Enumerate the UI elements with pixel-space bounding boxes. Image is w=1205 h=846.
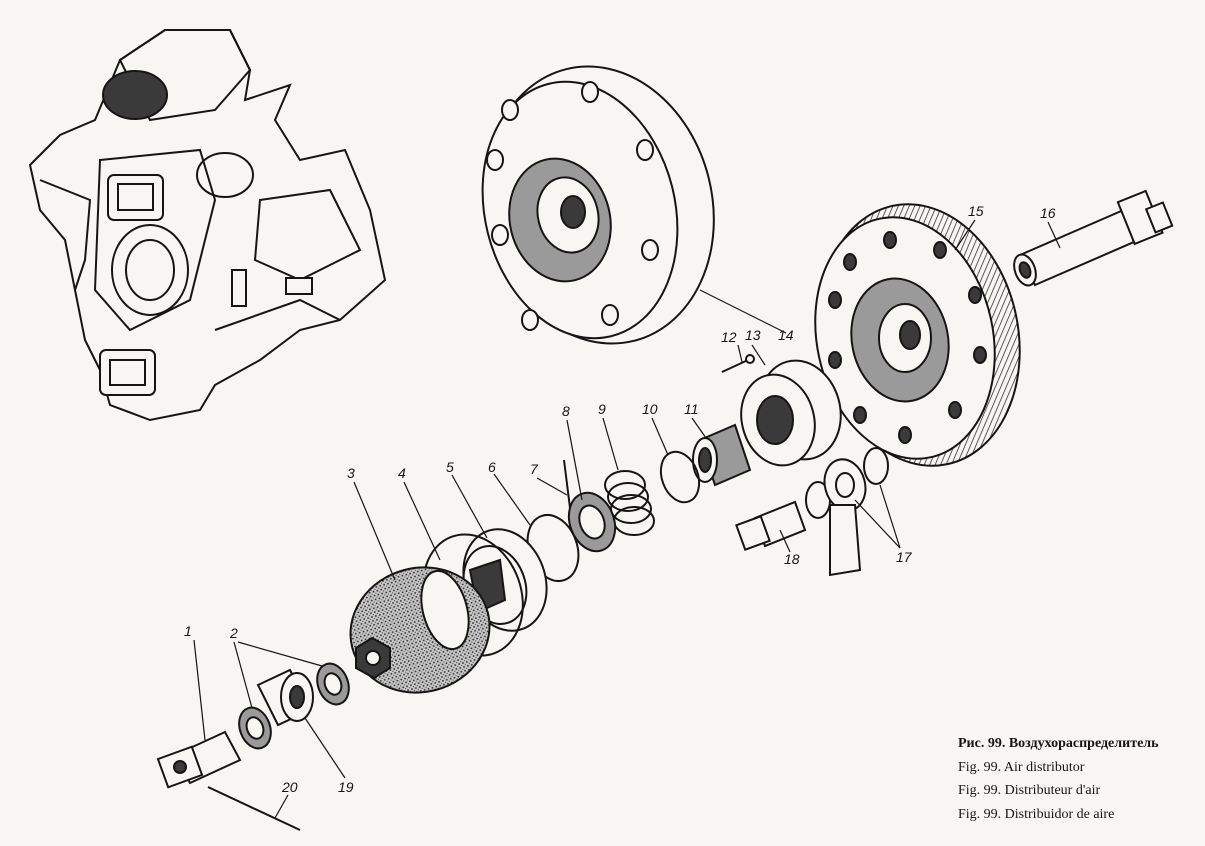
callout-14: 14 bbox=[778, 327, 794, 343]
callout-leaders bbox=[193, 219, 1061, 819]
figure-caption: Рис. 99. Воздухораспределитель Fig. 99. … bbox=[958, 732, 1198, 826]
part-13-sleeve bbox=[740, 359, 842, 467]
part-12-pin bbox=[721, 354, 755, 373]
callout-12: 12 bbox=[721, 329, 737, 345]
part-3-cover bbox=[349, 566, 491, 694]
callout-numbers: 1 2 3 4 5 6 7 8 9 10 11 12 13 14 15 16 1… bbox=[184, 203, 1056, 795]
part-2-washers bbox=[238, 662, 350, 750]
callout-18: 18 bbox=[784, 551, 800, 567]
part-20-wire bbox=[207, 786, 301, 831]
part-1-banjo-bolt bbox=[156, 730, 242, 789]
part-10-ring bbox=[659, 450, 701, 504]
callout-20: 20 bbox=[281, 779, 298, 795]
caption-spanish: Fig. 99. Distribuidor de aire bbox=[958, 806, 1115, 822]
callout-13: 13 bbox=[745, 327, 761, 343]
part-8-washer bbox=[567, 491, 617, 553]
callout-15: 15 bbox=[968, 203, 984, 219]
part-17-banjo-fitting bbox=[805, 447, 889, 577]
callout-3: 3 bbox=[347, 465, 355, 481]
callout-16: 16 bbox=[1040, 205, 1056, 221]
part-14-flange bbox=[481, 65, 715, 345]
engine-block-illustration bbox=[28, 29, 387, 422]
part-16-splined-shaft bbox=[1013, 189, 1174, 287]
part-11-spline-nut bbox=[692, 423, 752, 487]
caption-english: Fig. 99. Air distributor bbox=[958, 759, 1085, 775]
callout-10: 10 bbox=[642, 401, 658, 417]
callout-1: 1 bbox=[184, 623, 192, 639]
callout-5: 5 bbox=[446, 459, 454, 475]
part-7-rod bbox=[563, 459, 571, 509]
callout-6: 6 bbox=[488, 459, 496, 475]
callout-7: 7 bbox=[530, 461, 539, 477]
callout-19: 19 bbox=[338, 779, 354, 795]
part-15-flange bbox=[814, 203, 1021, 467]
caption-french: Fig. 99. Distributeur d'air bbox=[958, 783, 1101, 798]
part-19-union-nut bbox=[256, 668, 314, 727]
part-18-bolt bbox=[735, 500, 807, 551]
callout-17: 17 bbox=[896, 549, 913, 565]
callout-9: 9 bbox=[598, 401, 606, 417]
callout-2: 2 bbox=[229, 625, 238, 641]
callout-8: 8 bbox=[562, 403, 570, 419]
callout-11: 11 bbox=[684, 401, 699, 417]
caption-russian: Рис. 99. Воздухораспределитель bbox=[958, 736, 1159, 751]
callout-4: 4 bbox=[398, 465, 406, 481]
